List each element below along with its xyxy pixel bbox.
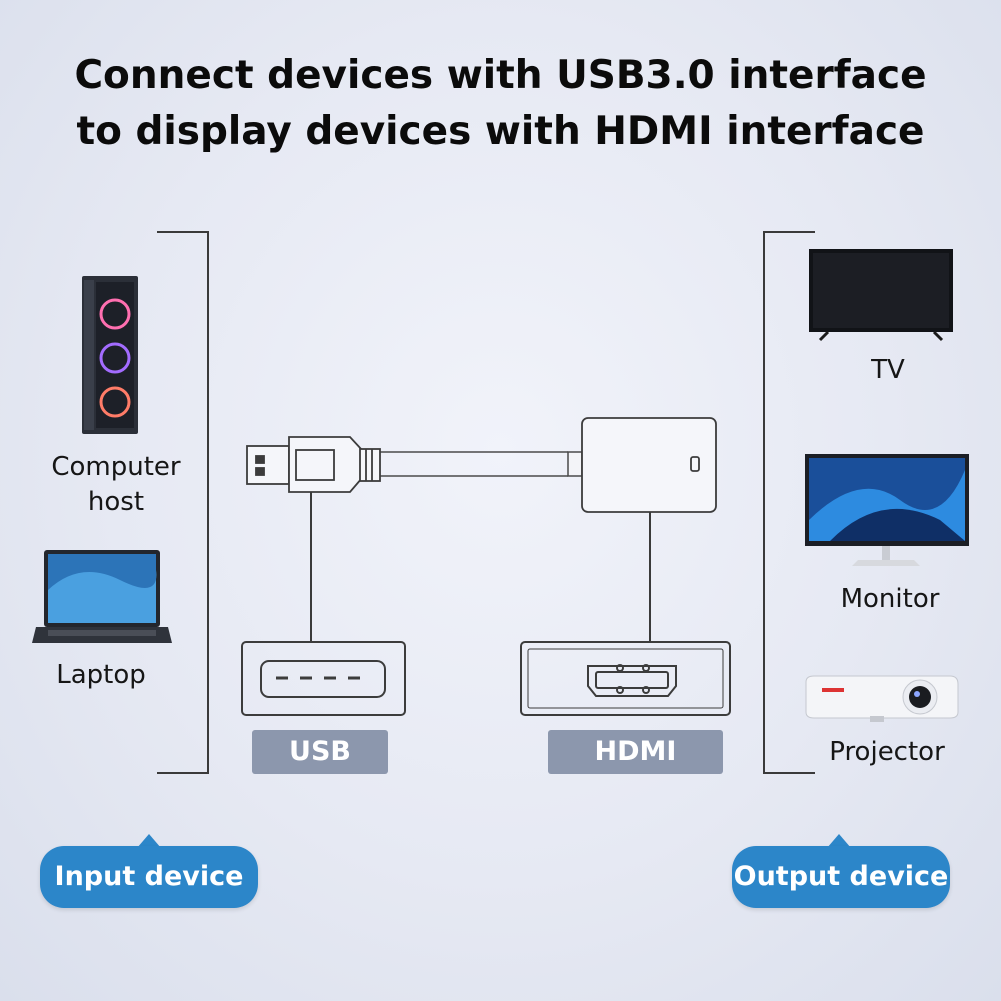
hdmi-tag: HDMI: [548, 730, 723, 774]
usb-tag: USB: [252, 730, 388, 774]
computer-host-label-line-1: Computer: [51, 452, 181, 482]
tv-label: TV: [871, 355, 905, 385]
computer-host-label: Computer host: [36, 450, 196, 520]
monitor-drawing: [805, 454, 969, 566]
input-device-badge: Input device: [40, 846, 258, 908]
output-badge-pointer: [827, 834, 851, 848]
projector-label: Projector: [829, 737, 945, 767]
input-badge-pointer: [137, 834, 161, 848]
page-title: Connect devices with USB3.0 interface to…: [0, 48, 1001, 160]
laptop-label: Laptop: [56, 660, 146, 690]
usb-port-drawing: [241, 641, 406, 716]
hdmi-adapter-drawing: [581, 417, 717, 513]
output-device-badge: Output device: [732, 846, 950, 908]
input-bracket: [157, 231, 209, 774]
projector-drawing: [805, 675, 959, 722]
title-line-2: to display devices with HDMI interface: [76, 109, 925, 154]
usb-plug-drawing: [246, 436, 381, 493]
hdmi-port-drawing: [520, 641, 731, 716]
output-bracket: [763, 231, 815, 774]
title-line-1: Connect devices with USB3.0 interface: [74, 53, 927, 98]
tv-drawing: [809, 249, 953, 342]
adapter-cable: [380, 451, 583, 477]
computer-tower-drawing: [82, 276, 138, 434]
computer-host-label-line-2: host: [87, 487, 145, 517]
laptop-drawing: [32, 550, 172, 643]
monitor-label: Monitor: [840, 584, 940, 614]
